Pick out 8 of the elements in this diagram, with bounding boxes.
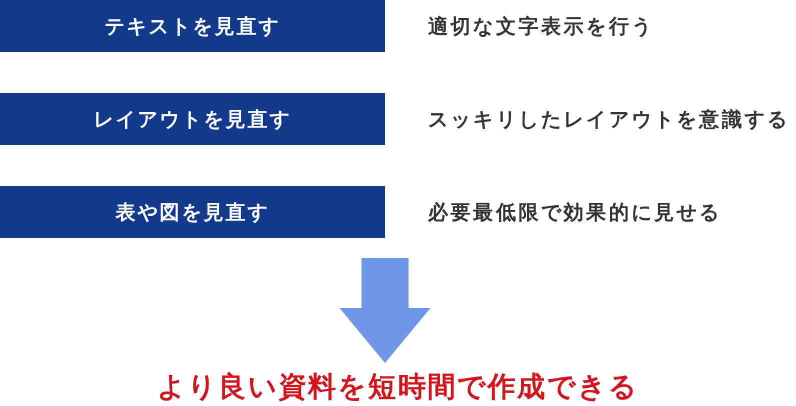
down-arrow	[340, 258, 430, 363]
description-text: 適切な文字表示を行う	[428, 13, 654, 40]
step-box: レイアウトを見直す	[0, 93, 385, 145]
description-text: スッキリしたレイアウトを意識する	[428, 106, 790, 133]
step-box: 表や図を見直す	[0, 186, 385, 238]
step-box: テキストを見直す	[0, 0, 385, 52]
description-text: 必要最低限で効果的に見せる	[428, 199, 722, 226]
result-text: より良い資料を短時間で作成できる	[157, 369, 639, 405]
